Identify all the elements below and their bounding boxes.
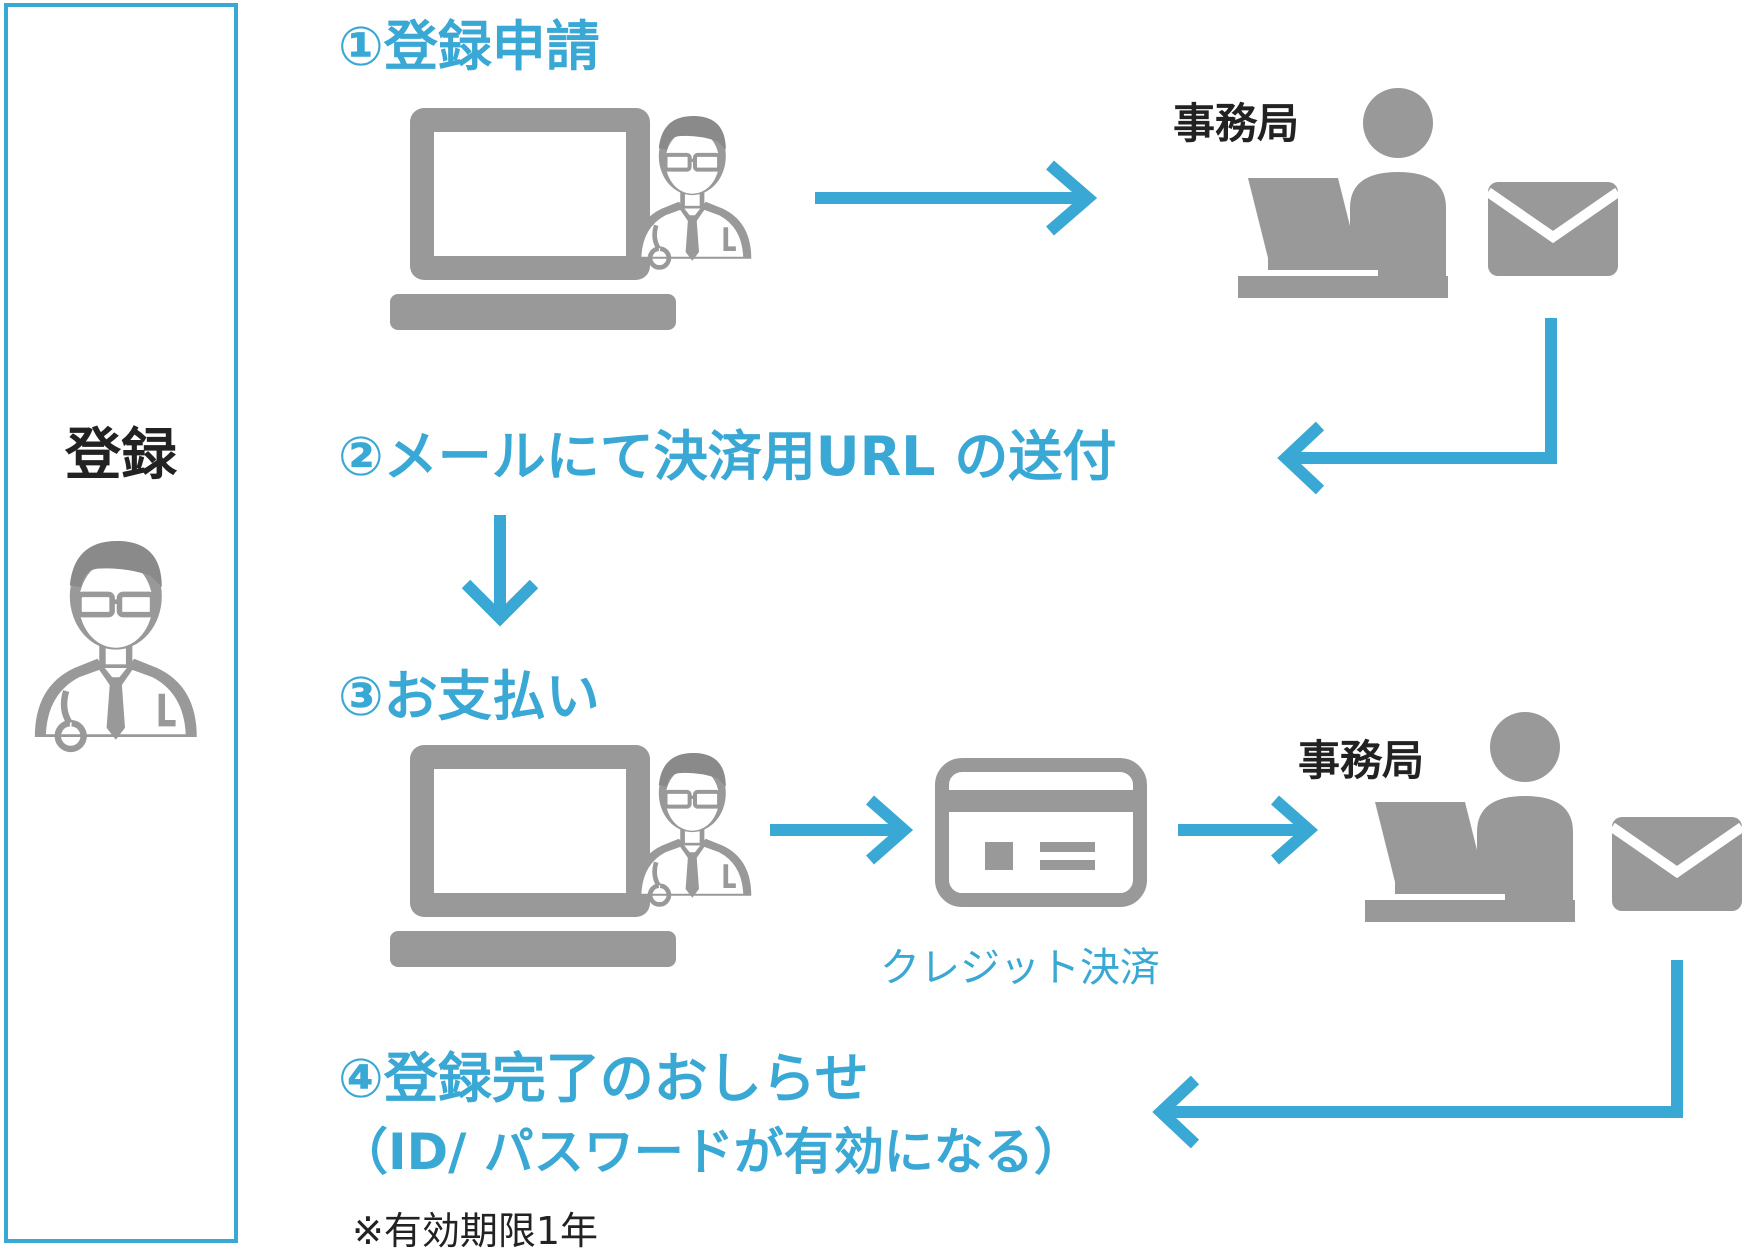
validity-note: ※有効期限1年	[352, 1209, 599, 1253]
office-worker-icon-bottom	[1365, 712, 1575, 922]
doctor-icon-step3	[633, 753, 751, 904]
envelope-icon-top	[1488, 182, 1618, 276]
arrow-right-step1	[815, 160, 1098, 236]
arrow-right-to-card	[770, 795, 914, 865]
step-4-sublabel: （ID/ パスワードが有効になる）	[338, 1123, 1084, 1181]
arrow-down	[461, 515, 539, 627]
office-worker-icon-top	[1238, 88, 1448, 298]
sidebar-label: 登録	[65, 423, 177, 488]
laptop-icon-step3	[390, 745, 676, 967]
sidebar-doctor-icon	[35, 541, 197, 749]
arrow-return-step2	[1277, 318, 1557, 495]
office-label-top: 事務局	[1173, 99, 1300, 148]
arrow-right-to-office	[1178, 795, 1319, 865]
office-label-bottom: 事務局	[1298, 736, 1425, 785]
step-1-label: ①登録申請	[338, 15, 600, 78]
step-2-label: ②メールにて決済用URL の送付	[338, 425, 1117, 488]
arrow-return-step4	[1152, 960, 1683, 1149]
card-caption: クレジット決済	[880, 945, 1160, 991]
credit-card-icon	[935, 758, 1147, 907]
sidebar-panel	[4, 3, 238, 1243]
doctor-icon-step1	[633, 116, 751, 267]
laptop-icon-step1	[390, 108, 676, 330]
step-4-label: ④登録完了のおしらせ	[338, 1047, 869, 1110]
envelope-icon-bottom	[1612, 817, 1742, 911]
step-3-label: ③お支払い	[338, 665, 600, 728]
